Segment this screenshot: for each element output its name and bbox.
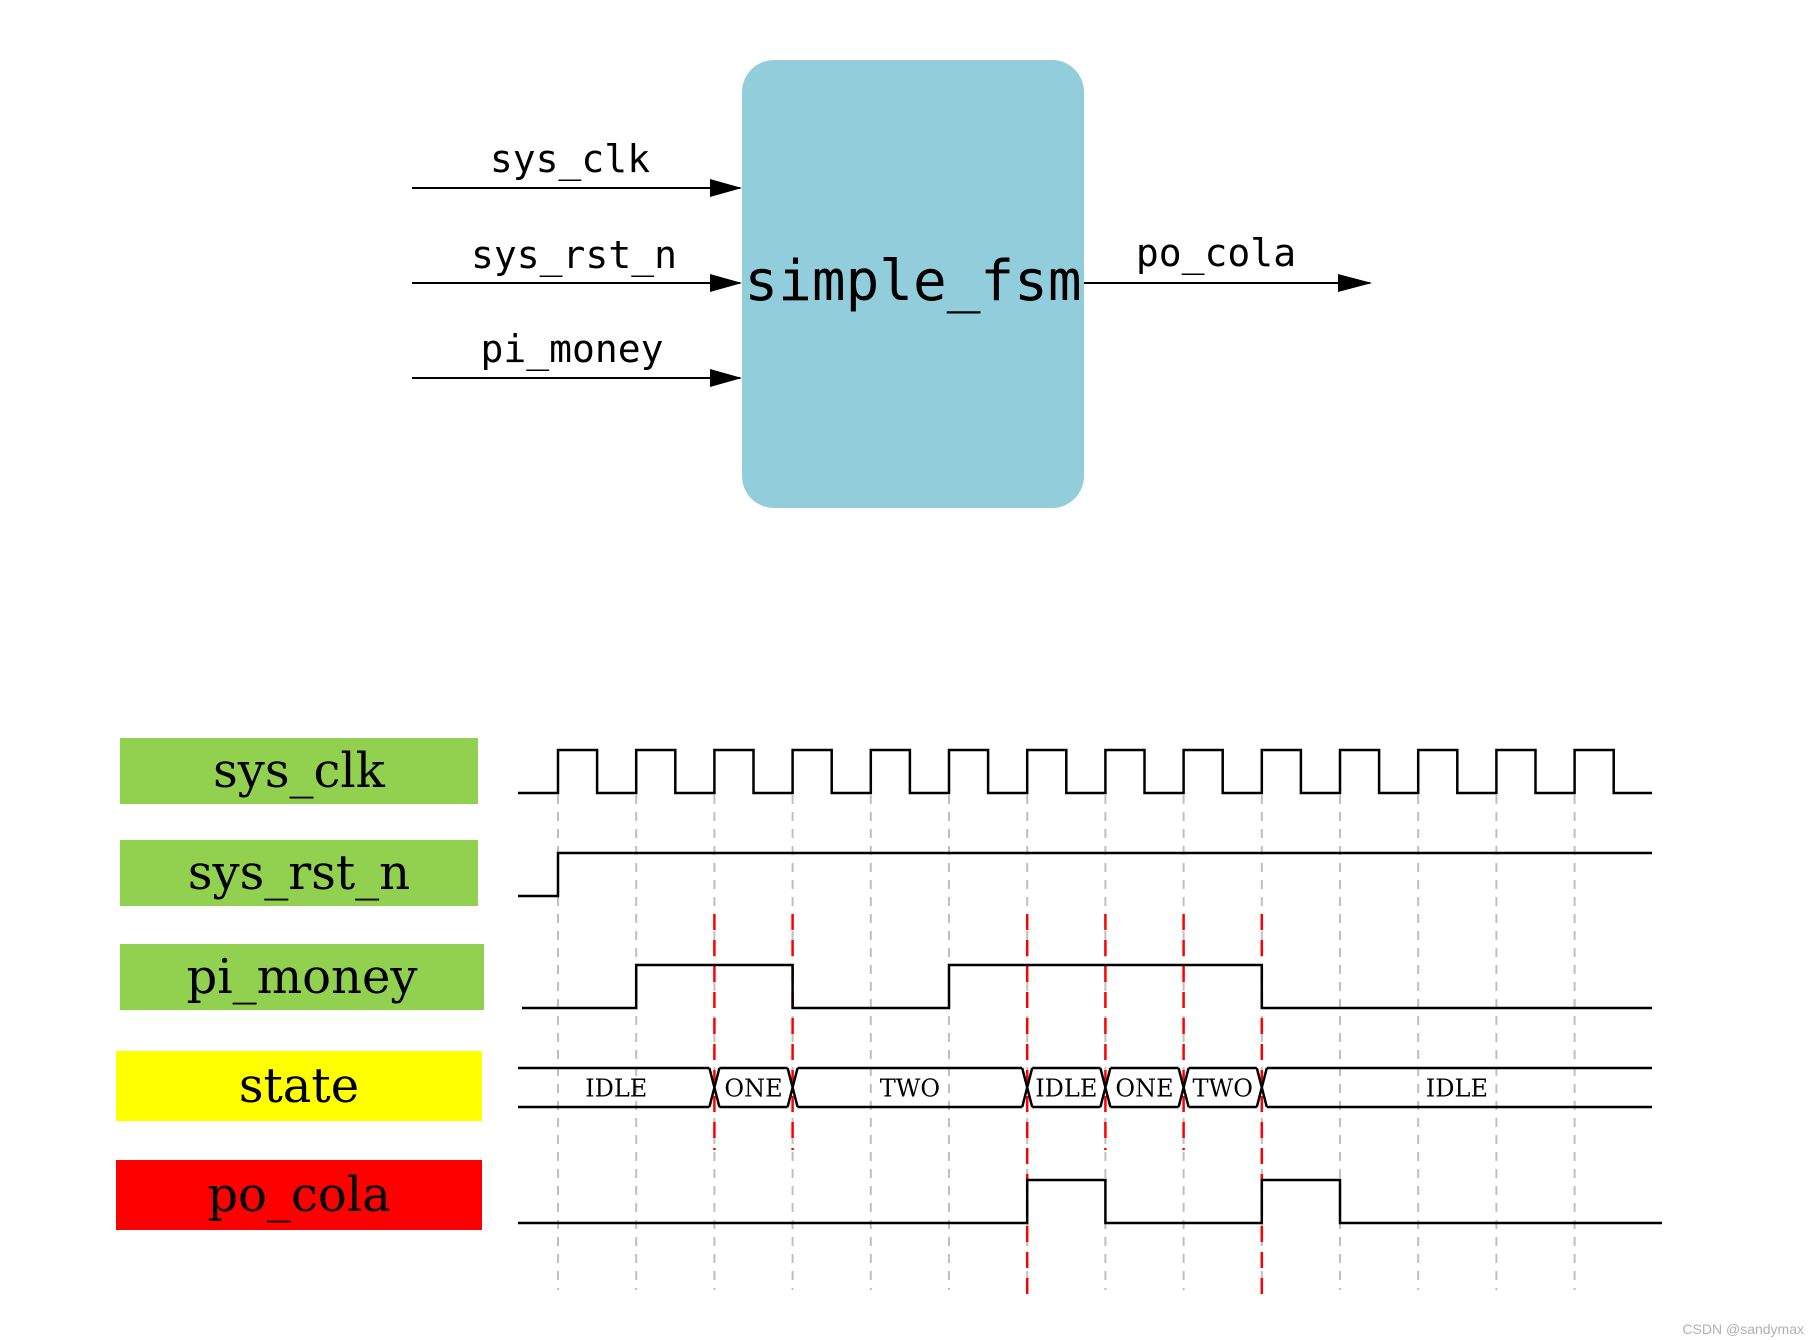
signal-label-sys-clk: sys_clk [213, 743, 386, 799]
waveform-state-bus [518, 1066, 1652, 1109]
input-arrowhead-sys-clk [710, 179, 742, 197]
fsm-block [742, 60, 1084, 508]
input-label-sys-rst-n: sys_rst_n [471, 233, 677, 278]
waveform-pi-money [522, 963, 1652, 1010]
state-label-5: TWO [1193, 1075, 1253, 1103]
state-label-0: IDLE [585, 1075, 647, 1103]
state-label-2: TWO [880, 1075, 940, 1103]
waveform-sys-rst-n [518, 851, 1652, 898]
signal-label-box-pi-money [120, 944, 484, 1010]
signal-label-state: state [239, 1058, 359, 1114]
state-label-4: ONE [1115, 1075, 1173, 1103]
fsm-block-title: simple_fsm [744, 249, 1081, 314]
output-label-po-cola: po_cola [1136, 231, 1296, 276]
state-label-1: ONE [724, 1075, 782, 1103]
input-arrowhead-sys-rst-n [710, 274, 742, 292]
watermark: CSDN @sandymax [1682, 1321, 1804, 1337]
signal-label-box-state [116, 1051, 482, 1121]
input-label-pi-money: pi_money [480, 327, 663, 372]
signal-label-pi-money: pi_money [187, 949, 418, 1005]
state-label-3: IDLE [1035, 1075, 1097, 1103]
output-arrowhead-po-cola [1338, 274, 1372, 292]
input-arrowhead-pi-money [710, 369, 742, 387]
input-label-sys-clk: sys_clk [490, 137, 650, 182]
signal-label-sys-rst-n: sys_rst_n [188, 845, 410, 901]
state-label-6: IDLE [1426, 1075, 1488, 1103]
signal-label-po-cola: po_cola [207, 1167, 390, 1223]
signal-label-box-po-cola [116, 1160, 482, 1230]
signal-label-box-sys-rst-n [120, 840, 478, 906]
waveform-sys-clk [518, 748, 1652, 795]
waveform-po-cola [518, 1178, 1662, 1225]
block-diagram: simple_fsm sys_clk sys_rst_n pi_money po… [412, 60, 1372, 508]
signal-label-box-sys-clk [120, 738, 478, 804]
